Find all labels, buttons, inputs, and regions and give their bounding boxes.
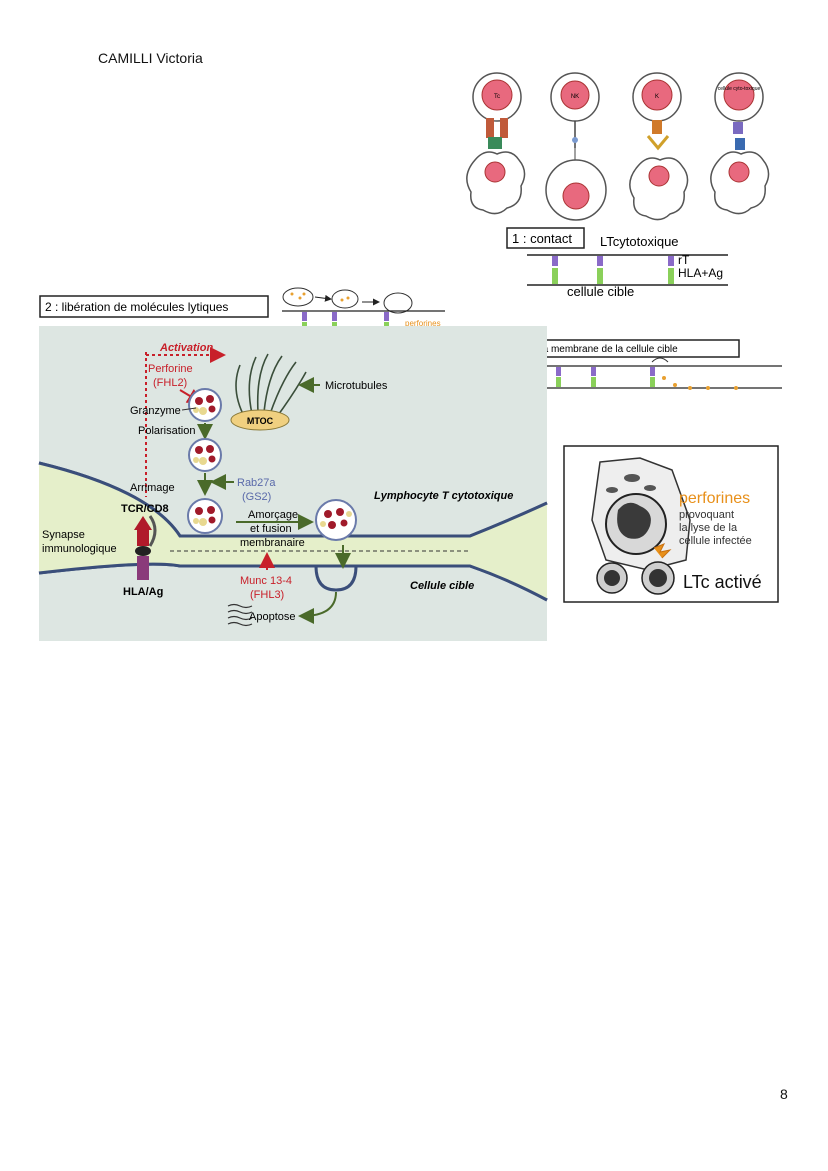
- cytotoxic-cell: cellule cyto-toxique: [710, 72, 770, 215]
- mtoc-label: MTOC: [247, 416, 274, 426]
- amorcage-label: Amorçage: [248, 509, 298, 521]
- synapse-label-1: Synapse: [42, 529, 85, 541]
- k-cell: K: [629, 72, 689, 221]
- rab27a-label: Rab27a: [237, 477, 276, 489]
- k-label: K: [655, 94, 659, 100]
- gs2-label: (GS2): [242, 491, 271, 503]
- granule-3: [187, 498, 223, 534]
- perforation-title: 3 : perforation de la membrane de la cel…: [462, 344, 678, 355]
- apoptose-label: Apoptose: [249, 611, 295, 623]
- hla-ag-label: HLA+Ag: [678, 266, 723, 280]
- lymphocyte-label: Lymphocyte T cytotoxique: [374, 490, 513, 502]
- micrograph-panel: perforines provoquant la lyse de la cell…: [563, 445, 779, 603]
- effector-cells-group: Tc NK K: [466, 72, 770, 221]
- release-perforines-label: perforines: [405, 319, 441, 328]
- munc-label: Munc 13-4: [240, 575, 292, 587]
- rt-label: rT: [678, 253, 690, 267]
- micrograph-line1: provoquant: [679, 509, 734, 521]
- polarisation-label: Polarisation: [138, 425, 195, 437]
- page-number: 8: [780, 1086, 788, 1102]
- author-name: CAMILLI Victoria: [98, 50, 203, 66]
- granzyme-label: Granzyme: [130, 405, 181, 417]
- cytotoxic-label: cellule cyto-toxique: [718, 86, 761, 92]
- arrimage-label: Arrimage: [130, 482, 175, 494]
- membranaire-label: membranaire: [240, 537, 305, 549]
- perforine-label: Perforine: [148, 363, 193, 375]
- fhl2-label: (FHL2): [153, 377, 187, 389]
- ltc-label: LTcytotoxique: [600, 234, 679, 249]
- activation-label: Activation: [159, 342, 213, 354]
- fhl3-label: (FHL3): [250, 589, 284, 601]
- synapse-diagram: Activation Perforine (FHL2) MTOC Microtu…: [38, 326, 548, 641]
- micrograph-perforines: perforines: [679, 490, 750, 507]
- synapse-label-2: immunologique: [42, 543, 117, 555]
- nk-cell: NK: [545, 72, 607, 221]
- contact-panel: 1 : contact LTcytotoxique rT HLA+Ag cell…: [506, 227, 728, 299]
- microtubules-label: Microtubules: [325, 380, 388, 392]
- tc-cell: Tc: [466, 72, 526, 215]
- granule-4: [315, 499, 357, 541]
- target-cell-main-label: Cellule cible: [410, 580, 474, 592]
- micrograph-line3: cellule infectée: [679, 535, 752, 547]
- granule-1: [188, 388, 222, 422]
- tcr-cd8-label: TCR/CD8: [121, 503, 169, 515]
- et-fusion-label: et fusion: [250, 523, 292, 535]
- micrograph-line2: la lyse de la: [679, 522, 738, 534]
- target-cell-label: cellule cible: [567, 284, 634, 299]
- hla-ag-main-label: HLA/Ag: [123, 586, 163, 598]
- tc-label: Tc: [494, 94, 500, 100]
- nk-label: NK: [571, 94, 579, 100]
- micrograph-ltc: LTc activé: [683, 572, 762, 592]
- contact-title: 1 : contact: [512, 231, 572, 246]
- granule-2: [188, 438, 222, 472]
- release-title: 2 : libération de molécules lytiques: [45, 300, 228, 314]
